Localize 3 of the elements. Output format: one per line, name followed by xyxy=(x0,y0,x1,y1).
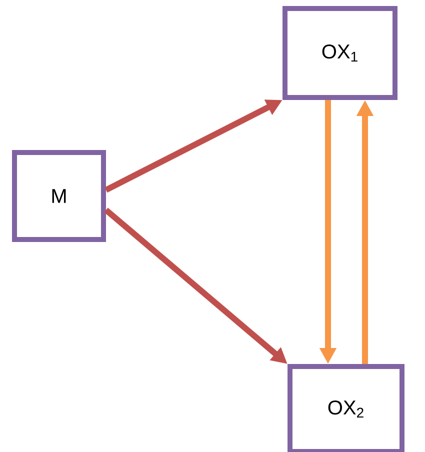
box: M xyxy=(12,150,106,242)
box: OX$_{2}$ xyxy=(288,364,404,452)
box: OX$_{1}$ xyxy=(282,6,398,100)
